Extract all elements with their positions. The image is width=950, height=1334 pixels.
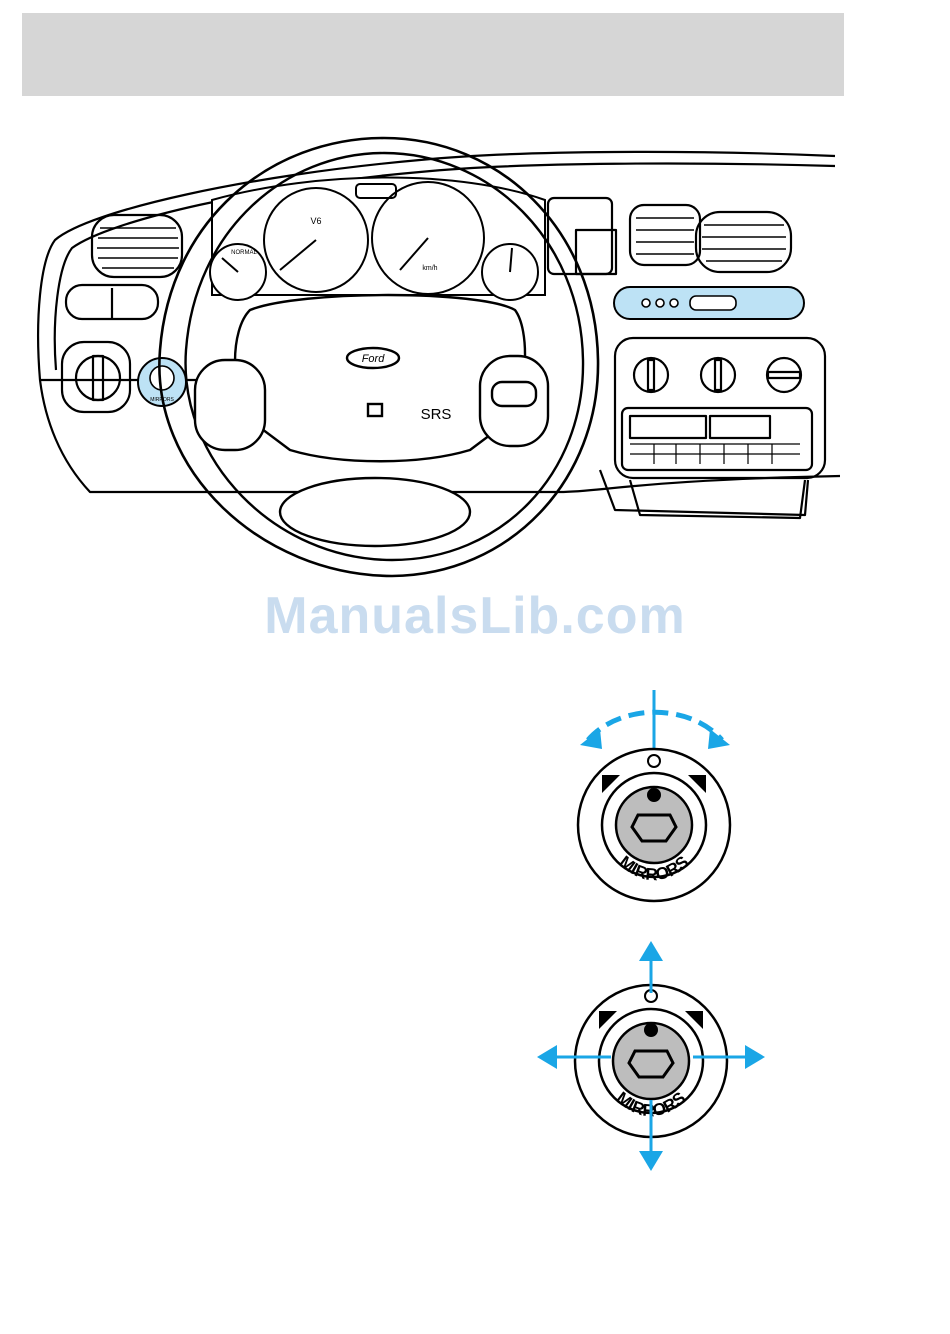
arrow-left-icon (537, 1045, 557, 1069)
arrow-up-icon (639, 941, 663, 961)
svg-text:NORMAL: NORMAL (231, 250, 257, 256)
watermark: ManualsLib.com (0, 586, 950, 646)
header-bar (22, 13, 844, 96)
svg-text:V6: V6 (310, 216, 321, 226)
svg-text:Ford: Ford (362, 353, 386, 365)
arrow-right-icon (745, 1045, 765, 1069)
arrow-down-icon (639, 1151, 663, 1171)
arrow-right-icon (708, 729, 730, 749)
mirror-knob-tilt-figure: MIRRORS (525, 935, 795, 1180)
svg-text:SRS: SRS (421, 406, 452, 423)
mirror-knob-rotate-figure: MIRRORS (530, 685, 790, 915)
svg-text:km/h: km/h (422, 265, 437, 272)
arrow-left-icon (580, 729, 602, 749)
dashboard-illustration: V6 km/h NORMAL MIRRORS Ford SRS (0, 120, 950, 590)
